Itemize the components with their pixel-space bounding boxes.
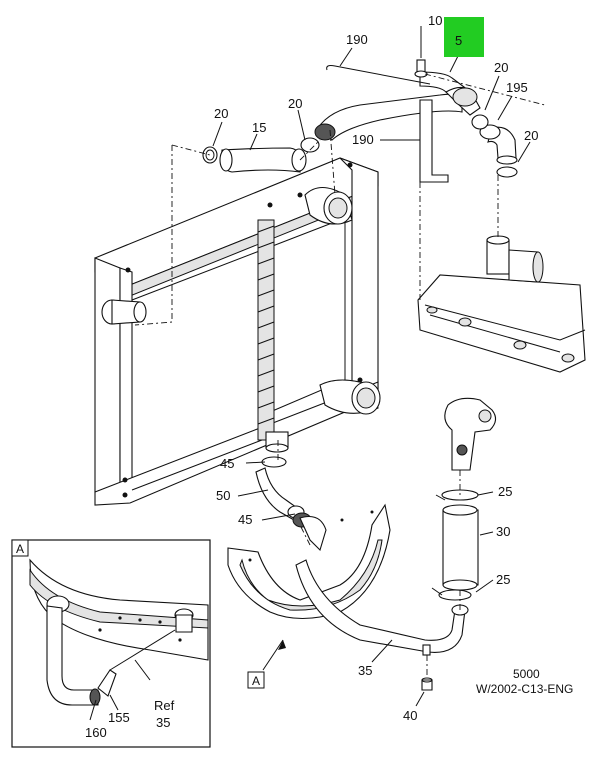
callout-5: 5 <box>455 33 462 48</box>
callout-45-a: 45 <box>220 456 234 471</box>
callout-30: 30 <box>496 524 510 539</box>
inset-ref-number: 35 <box>156 715 170 730</box>
callout-20-b: 20 <box>524 128 538 143</box>
engine-valve-cover <box>417 235 586 373</box>
lower-hose-50 <box>255 456 327 552</box>
tube-30 <box>431 397 497 601</box>
detail-inset-a: A 160 155 Ref 35 <box>11 539 211 748</box>
view-marker-label: A <box>252 674 260 688</box>
callout-25-a: 25 <box>498 484 512 499</box>
callout-40: 40 <box>403 708 417 723</box>
radiator-assembly <box>94 157 381 506</box>
callout-20-a: 20 <box>494 60 508 75</box>
inset-ref-label: Ref <box>154 698 175 713</box>
lower-pipe-35 <box>227 503 469 691</box>
callout-155: 155 <box>108 710 130 725</box>
callout-25-b: 25 <box>496 572 510 587</box>
leader-lines <box>212 26 531 707</box>
callout-190-top: 190 <box>346 32 368 47</box>
callout-50: 50 <box>216 488 230 503</box>
callout-10: 10 <box>428 13 442 28</box>
callout-160: 160 <box>85 725 107 740</box>
callout-15: 15 <box>252 120 266 135</box>
callout-190-mid: 190 <box>352 132 374 147</box>
callout-labels: 5 10 190 20 195 20 20 20 15 190 45 50 45… <box>214 13 538 723</box>
callout-45-b: 45 <box>238 512 252 527</box>
callout-35: 35 <box>358 663 372 678</box>
footer-drawing-id: W/2002-C13-ENG <box>476 682 573 696</box>
assembly-dashed-lines <box>134 73 546 675</box>
inset-label: A <box>16 542 24 556</box>
hose-15 <box>202 146 307 173</box>
footer-group: 5000 <box>513 667 540 681</box>
callout-195: 195 <box>506 80 528 95</box>
drawing-footer: 5000 W/2002-C13-ENG <box>476 667 573 696</box>
highlight-callout-box <box>444 17 484 57</box>
callout-20-c: 20 <box>288 96 302 111</box>
view-marker-a: A <box>247 640 286 689</box>
callout-20-d: 20 <box>214 106 228 121</box>
